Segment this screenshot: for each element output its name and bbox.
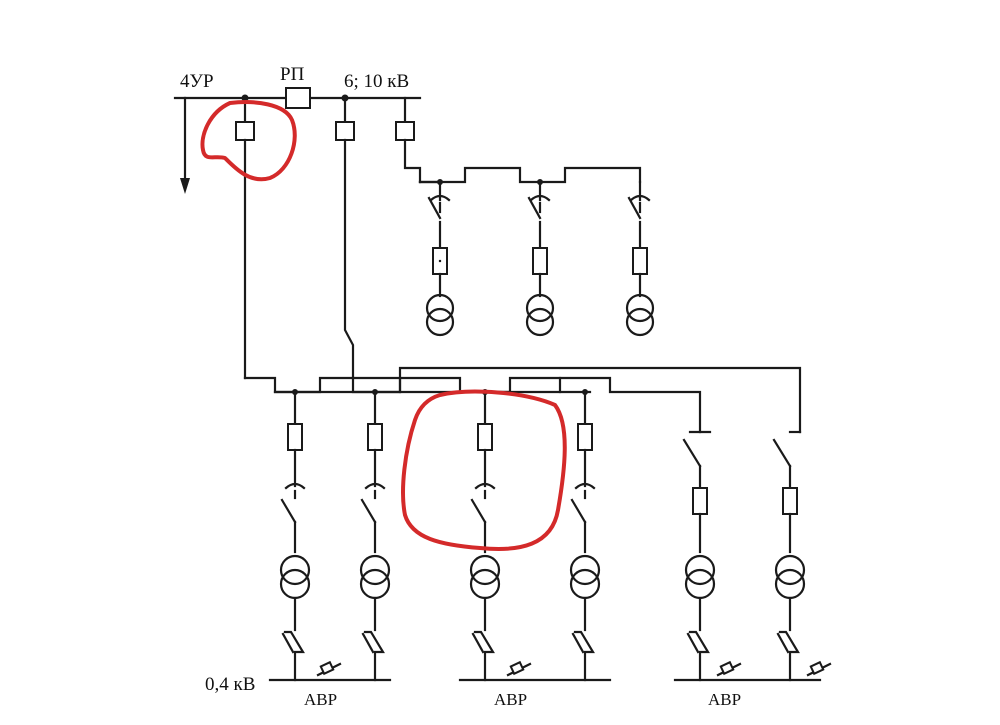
fuse-icon <box>367 423 383 451</box>
fuse-icon <box>477 423 493 451</box>
disconnector-icon <box>529 194 551 202</box>
lower-substation-1 <box>279 390 311 682</box>
rp-switchgear-icon <box>285 87 311 109</box>
circuit-breaker-icon <box>395 121 415 141</box>
transformer-icon <box>684 554 716 600</box>
transformer-icon <box>425 293 455 337</box>
lower-substation-3 <box>469 390 501 682</box>
lower-substation-4 <box>569 390 601 682</box>
lower-substation-6 <box>772 430 806 682</box>
circuit-breaker-icon <box>688 630 710 682</box>
upper-substation-1 <box>425 180 455 337</box>
circuit-breaker-icon <box>778 630 800 682</box>
lower-substation-2 <box>359 390 391 682</box>
disconnector-icon <box>574 482 596 490</box>
disconnector-icon <box>474 482 496 490</box>
fuse-icon <box>632 247 648 275</box>
disconnector-icon <box>284 482 306 490</box>
circuit-breaker-icon <box>283 630 305 682</box>
avr-label-2: АВР <box>494 690 527 709</box>
lv-bus-3 <box>673 660 832 682</box>
transformer-icon <box>569 554 601 600</box>
switch-icon <box>360 498 377 524</box>
circuit-breaker-icon <box>235 121 255 141</box>
highlight-circle-substation <box>401 389 567 551</box>
upper-substation-group <box>425 180 655 337</box>
transformer-icon <box>279 554 311 600</box>
arrow-down-icon <box>180 96 190 194</box>
feeder-1 <box>235 96 255 380</box>
disconnector-icon <box>629 194 651 202</box>
disconnector-icon <box>364 482 386 490</box>
circuit-breaker-icon <box>363 630 385 682</box>
transformer-icon <box>625 293 655 337</box>
upper-ring-line <box>418 166 642 185</box>
lv-bus-1 <box>268 660 392 682</box>
lv-voltage-label: 0,4 кВ <box>205 674 255 695</box>
fuse-icon <box>692 487 708 515</box>
upper-substation-2 <box>525 180 555 337</box>
rp-label: РП <box>280 64 305 85</box>
circuit-breaker-icon <box>335 121 355 141</box>
lv-bus-2 <box>458 660 612 682</box>
switch-icon <box>280 498 297 524</box>
fuse-icon <box>782 487 798 515</box>
transformer-icon <box>469 554 501 600</box>
feeder-3 <box>395 96 422 184</box>
feeder-2 <box>335 96 355 380</box>
switch-icon <box>470 498 487 524</box>
fuse-icon <box>577 423 593 451</box>
transformer-icon <box>359 554 391 600</box>
transformer-icon <box>525 293 555 337</box>
highlight-circle-breaker <box>200 100 297 182</box>
level-label: 4УР <box>180 71 214 92</box>
fuse-icon <box>287 423 303 451</box>
avr-label-1: АВР <box>304 690 337 709</box>
switch-icon <box>570 498 587 524</box>
lower-ring-lines <box>243 366 802 434</box>
lower-substation-5 <box>682 430 716 682</box>
switch-icon <box>772 438 792 468</box>
circuit-breaker-icon <box>573 630 595 682</box>
circuit-breaker-icon <box>473 630 495 682</box>
hv-voltage-label: 6; 10 кВ <box>344 71 409 92</box>
avr-label-3: АВР <box>708 690 741 709</box>
transformer-icon <box>774 554 806 600</box>
fuse-icon <box>532 247 548 275</box>
disconnector-icon <box>429 194 451 202</box>
upper-substation-3 <box>625 180 655 337</box>
switch-icon <box>682 438 702 468</box>
